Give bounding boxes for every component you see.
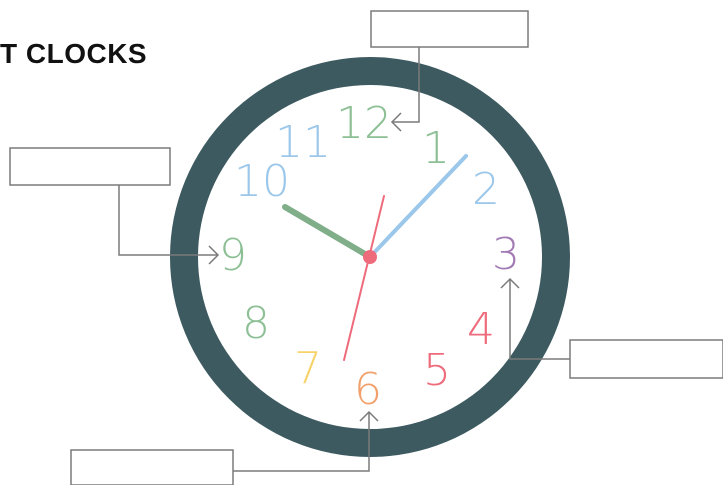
numeral-3: 3: [492, 229, 520, 280]
numeral-4: 4: [467, 304, 495, 355]
label-box-12[interactable]: [371, 11, 528, 47]
label-box-9[interactable]: [10, 148, 170, 185]
numeral-1: 1: [422, 123, 450, 174]
numeral-12: 12: [336, 98, 392, 149]
center-pin: [363, 250, 377, 264]
label-box-3[interactable]: [570, 340, 723, 378]
label-box-6[interactable]: [71, 450, 233, 485]
numeral-8: 8: [242, 298, 270, 349]
numeral-6: 6: [354, 364, 382, 415]
numeral-5: 5: [423, 345, 451, 396]
numeral-9: 9: [219, 230, 247, 281]
numeral-2: 2: [472, 164, 500, 215]
numeral-11: 11: [275, 117, 331, 168]
numeral-7: 7: [294, 343, 322, 394]
